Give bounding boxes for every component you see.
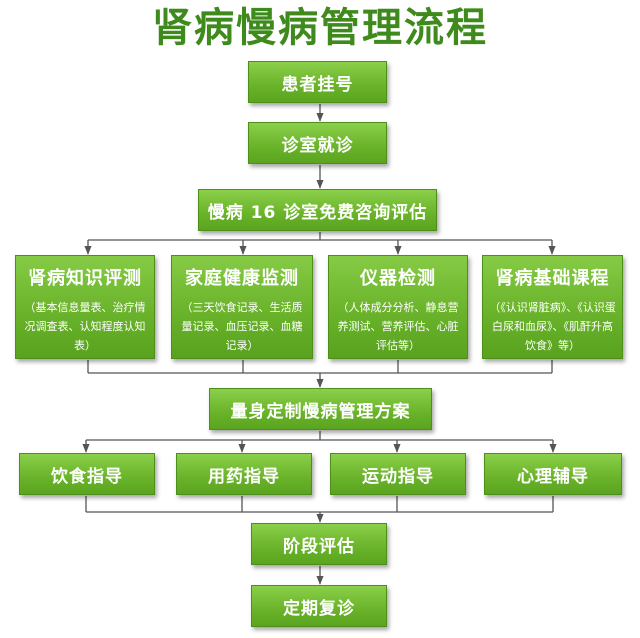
assessment-knowledge: 肾病知识评测 （基本信息量表、治疗情况调查表、认知程度认知表） [15,255,155,359]
assessment-title: 仪器检测 [360,268,436,289]
guidance-psychology: 心理辅导 [484,453,622,495]
assessment-home-monitoring: 家庭健康监测 （三天饮食记录、生活质量记录、血压记录、血糖记录） [171,255,313,359]
assessment-basic-course: 肾病基础课程 （《认识肾脏病》、《认识蛋白尿和血尿》、《肌酐升高饮食》等） [482,255,623,359]
guidance-medication: 用药指导 [176,453,312,495]
step-clinic-visit: 诊室就诊 [248,122,387,164]
assessment-detail: （《认识肾脏病》、《认识蛋白尿和血尿》、《肌酐升高饮食》等） [489,301,616,352]
step-stage-evaluation: 阶段评估 [251,523,387,565]
assessment-title: 家庭健康监测 [185,268,299,289]
guidance-exercise: 运动指导 [330,453,466,495]
step-followup: 定期复诊 [251,585,387,627]
guidance-diet: 饮食指导 [19,453,155,495]
page-title: 肾病慢病管理流程 [152,4,488,51]
assessment-detail: （三天饮食记录、生活质量记录、血压记录、血糖记录） [181,301,303,352]
step-register: 患者挂号 [248,61,387,103]
step-free-consult: 慢病 16 诊室免费咨询评估 [198,189,437,231]
assessment-detail: （人体成分分析、静息营养测试、营养评估、心脏评估等） [337,301,459,352]
assessment-title: 肾病知识评测 [28,268,142,289]
assessment-instrument-test: 仪器检测 （人体成分分析、静息营养测试、营养评估、心脏评估等） [328,255,468,359]
assessment-detail: （基本信息量表、治疗情况调查表、认知程度认知表） [24,301,146,352]
step-custom-plan: 量身定制慢病管理方案 [209,388,432,430]
assessment-title: 肾病基础课程 [495,268,610,289]
